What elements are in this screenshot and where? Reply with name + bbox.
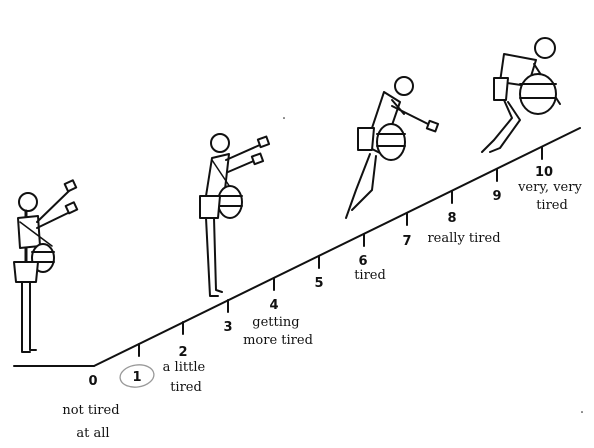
label-level-4-line-2: more tired bbox=[243, 333, 313, 348]
scale-number-10: 10 bbox=[535, 165, 553, 180]
label-level-10: very, very tired bbox=[517, 180, 586, 213]
stray-dot bbox=[581, 411, 583, 413]
scale-line bbox=[13, 127, 581, 367]
figure-level-0 bbox=[13, 179, 79, 353]
figure-level-3 bbox=[199, 133, 271, 297]
label-level-0-line-2: at all bbox=[76, 426, 109, 441]
label-level-6: tired bbox=[354, 268, 386, 283]
scale-number-4: 4 bbox=[269, 298, 278, 313]
scale-number-0: 0 bbox=[88, 374, 97, 389]
scale-number-5: 5 bbox=[314, 276, 323, 291]
label-level-1: a little tired bbox=[163, 360, 210, 395]
label-level-0-line-1: not tired bbox=[62, 403, 119, 418]
label-level-10-line-2: tired bbox=[536, 198, 568, 213]
label-level-0: not tired at all bbox=[62, 403, 123, 441]
label-level-8: really tired bbox=[427, 231, 500, 246]
stray-dot bbox=[283, 117, 285, 119]
scale-number-9: 9 bbox=[492, 189, 501, 204]
label-level-10-line-1: very, very bbox=[517, 180, 582, 195]
label-level-4-line-1: getting bbox=[252, 315, 299, 330]
scale-number-1[interactable]: 1 bbox=[132, 370, 141, 385]
scale-number-7: 7 bbox=[402, 234, 411, 249]
scale-number-6: 6 bbox=[358, 254, 367, 269]
label-level-4: getting more tired bbox=[243, 315, 313, 348]
label-level-8-line-1: really tired bbox=[427, 231, 500, 246]
scale-number-8: 8 bbox=[447, 211, 456, 226]
scale-number-3: 3 bbox=[223, 320, 232, 335]
figure-level-10 bbox=[481, 37, 561, 153]
selection-circle bbox=[119, 364, 155, 388]
label-level-6-line-1: tired bbox=[354, 268, 386, 283]
figure-level-6 bbox=[345, 76, 440, 219]
scale-number-2: 2 bbox=[178, 345, 187, 360]
label-level-1-line-2: tired bbox=[170, 380, 202, 395]
label-level-1-line-1: a little bbox=[163, 360, 206, 375]
scale-ticks bbox=[138, 146, 543, 357]
